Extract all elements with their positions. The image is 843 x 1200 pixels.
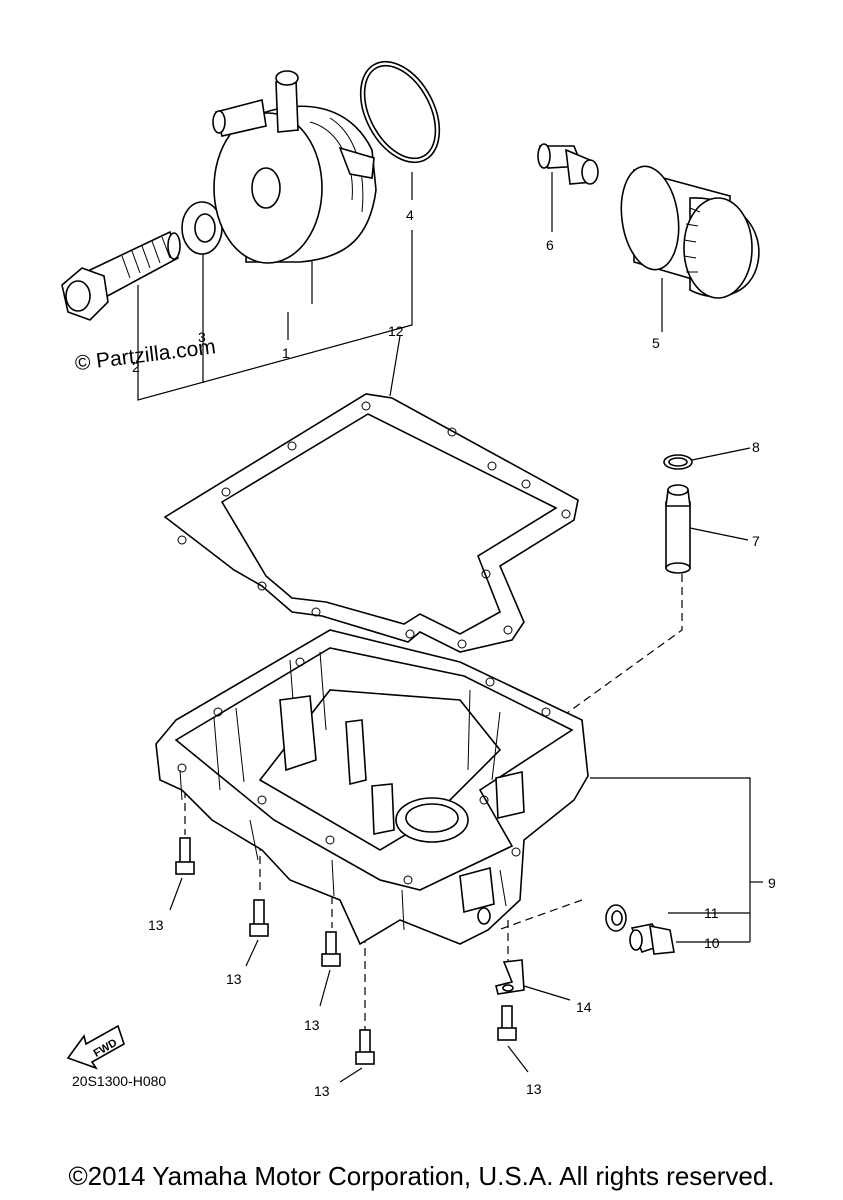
union-bolt-part bbox=[537, 143, 599, 185]
o-ring-part-4 bbox=[359, 60, 441, 164]
callout-6: 6 bbox=[546, 237, 554, 253]
callout-11: 11 bbox=[704, 905, 719, 921]
oil-cooler-part bbox=[212, 70, 377, 264]
cooler-bolt-part bbox=[61, 230, 181, 321]
oil-filter-part bbox=[620, 165, 760, 299]
callout-9: 9 bbox=[768, 875, 776, 891]
washer-part-3 bbox=[181, 201, 223, 255]
callout-7: 7 bbox=[752, 533, 760, 549]
diagram-code: 20S1300-H080 bbox=[72, 1073, 166, 1089]
callout-3: 3 bbox=[198, 329, 206, 345]
callout-13: 13 bbox=[314, 1083, 330, 1099]
callout-13: 13 bbox=[148, 917, 164, 933]
drain-bolt-part bbox=[629, 923, 675, 955]
callout-12: 12 bbox=[388, 323, 404, 339]
copyright-notice: ©2014 Yamaha Motor Corporation, U.S.A. A… bbox=[68, 1161, 775, 1191]
bolts-part-13 bbox=[175, 837, 517, 1065]
callout-5: 5 bbox=[652, 335, 660, 351]
callout-labels: 1 2 3 4 5 6 7 8 9 10 11 12 13 13 13 13 1… bbox=[132, 207, 776, 1099]
o-ring-part-8 bbox=[663, 454, 693, 470]
callout-13: 13 bbox=[226, 971, 242, 987]
leader-lines bbox=[137, 172, 763, 1083]
callout-13: 13 bbox=[526, 1081, 542, 1097]
watermark: © Partzilla.com bbox=[74, 335, 217, 375]
gasket-part-12 bbox=[163, 393, 579, 653]
pipe-part-7 bbox=[665, 484, 691, 574]
callout-13: 13 bbox=[304, 1017, 320, 1033]
callout-2: 2 bbox=[132, 359, 140, 375]
oil-pan-part-9 bbox=[155, 629, 589, 946]
bracket-part-14 bbox=[495, 959, 525, 995]
fwd-arrow-icon: FWD bbox=[66, 1024, 125, 1070]
callout-8: 8 bbox=[752, 439, 760, 455]
callout-10: 10 bbox=[704, 935, 720, 951]
callout-14: 14 bbox=[576, 999, 592, 1015]
washer-part-11 bbox=[605, 904, 627, 932]
callout-1: 1 bbox=[282, 345, 290, 361]
callout-4: 4 bbox=[406, 207, 414, 223]
